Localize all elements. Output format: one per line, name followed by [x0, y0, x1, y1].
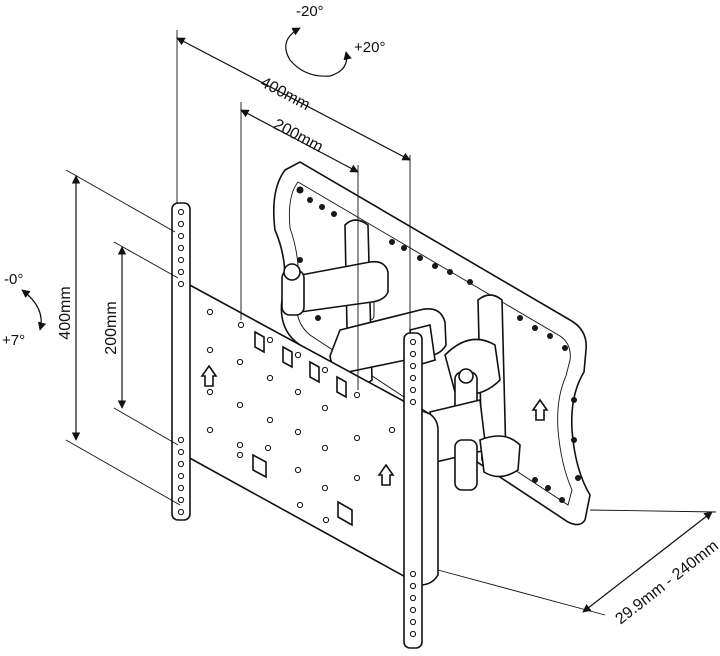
tv-plate-up-arrow-icon-2 [377, 463, 395, 486]
tilt-minus-label: -0° [4, 271, 23, 288]
left-vertical-bracket [171, 202, 191, 521]
tilt-plus-label: +7° [2, 332, 25, 349]
dimension-lines [65, 30, 717, 616]
wall-plate-holes [296, 186, 581, 503]
tilt-indicator [21, 289, 47, 331]
right-vertical-bracket [403, 332, 423, 649]
tilt-rotation-icon [21, 289, 47, 331]
tv-plate-up-arrow-icon [200, 364, 218, 387]
wall-plate-up-arrow-icon [531, 398, 549, 421]
articulating-arms [281, 260, 521, 491]
vesa-height-max-label: 400mm [57, 286, 74, 339]
swivel-indicator [285, 27, 352, 77]
vesa-height-min-label: 200mm [103, 301, 120, 354]
swivel-plus-label: +20° [354, 39, 385, 56]
tv-interface-plate [171, 202, 439, 649]
wall-distance-label: 29.9mm - 240mm [613, 537, 720, 628]
swivel-minus-label: -20° [296, 3, 324, 20]
vesa-width-min-label: 200mm [271, 116, 326, 156]
vesa-width-max-label: 400mm [258, 74, 313, 114]
tv-plate-holes [206, 308, 396, 524]
swivel-rotation-icon [285, 27, 352, 77]
